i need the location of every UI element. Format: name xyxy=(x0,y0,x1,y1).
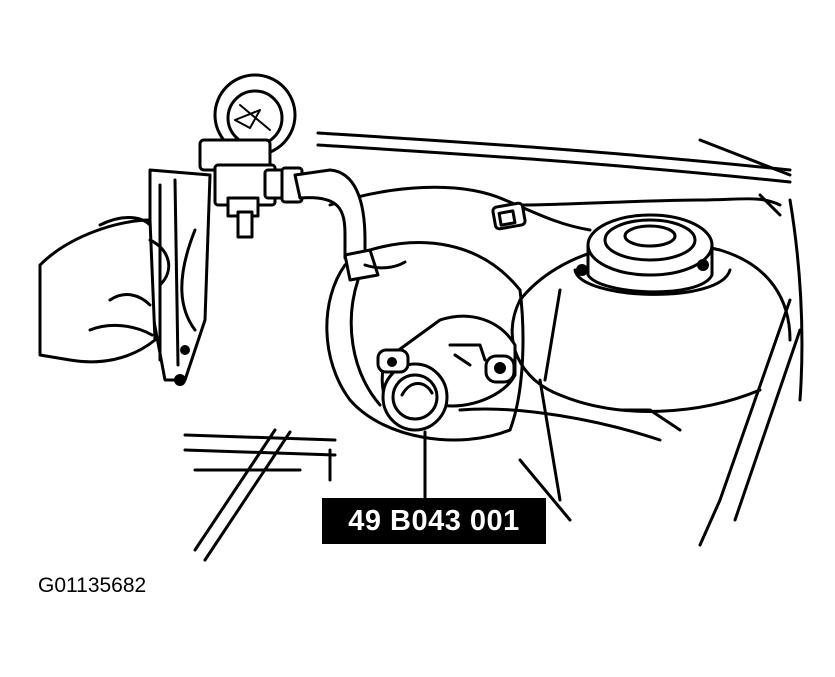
hand-with-pump xyxy=(38,168,212,386)
fender-outline xyxy=(316,131,804,547)
wire-harness xyxy=(328,185,782,232)
strut-tower xyxy=(510,213,792,413)
test-connector xyxy=(376,314,517,432)
figure-id: G01135682 xyxy=(38,574,147,597)
lower-body-lines xyxy=(183,378,682,562)
wheel-well xyxy=(325,241,525,442)
vacuum-hose xyxy=(293,168,407,282)
part-number-label: 49 B043 001 xyxy=(322,498,546,544)
vacuum-pump-gauge xyxy=(198,73,304,239)
